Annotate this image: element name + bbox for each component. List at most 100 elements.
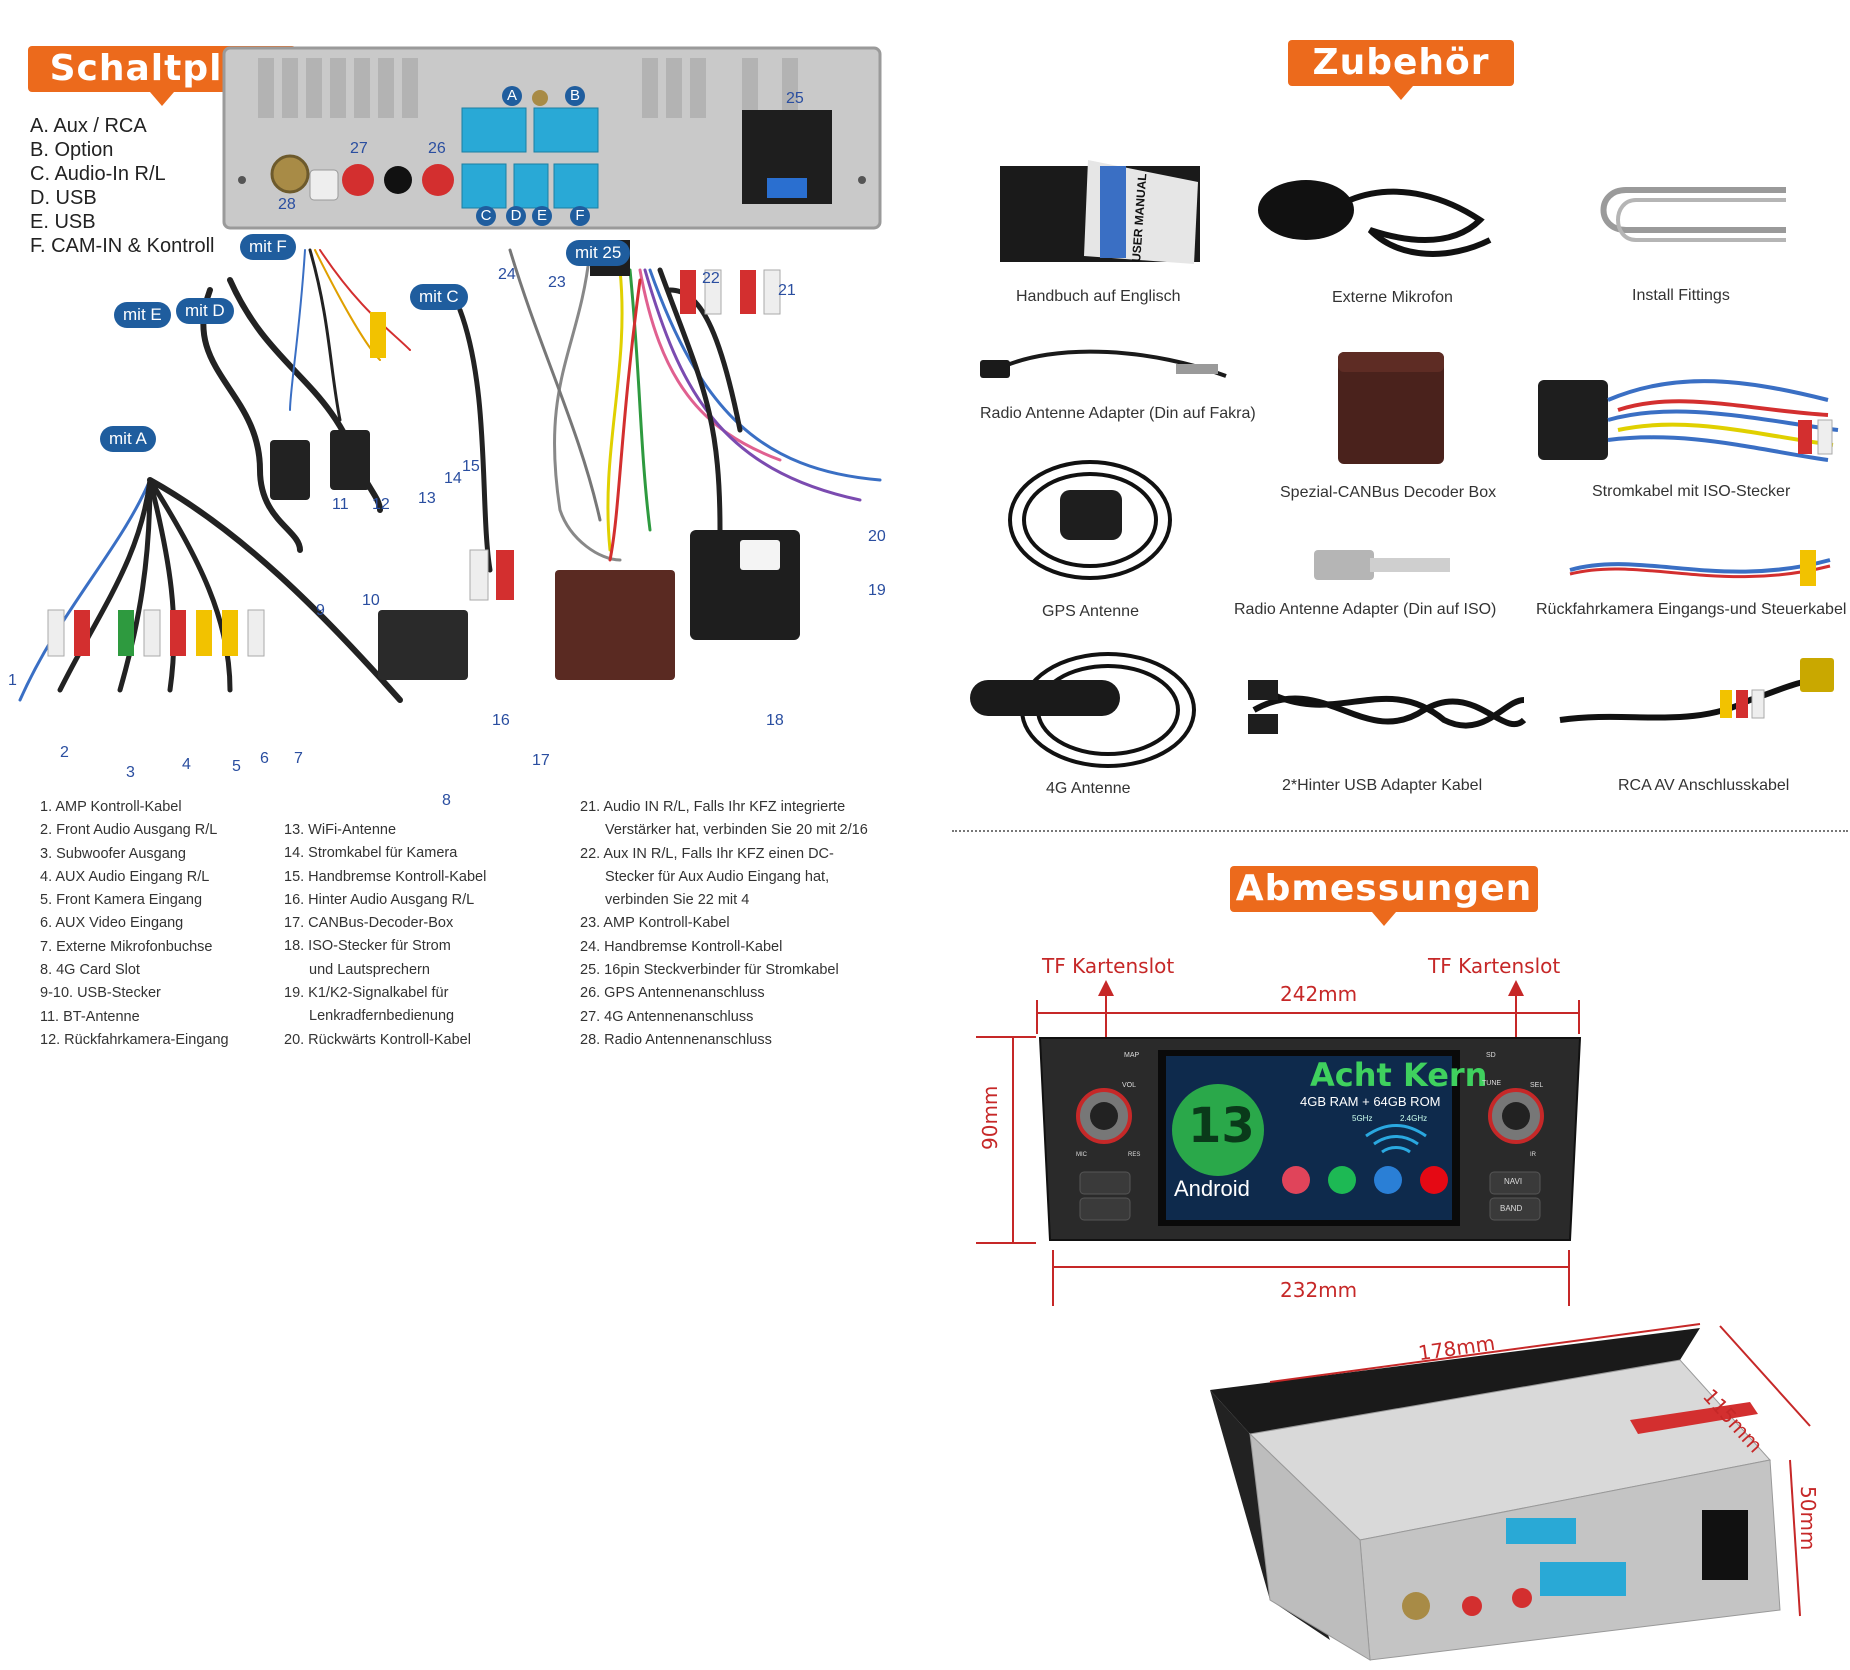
badge-mit-e: mit E xyxy=(114,302,171,328)
iso-adapter-illustration xyxy=(1314,550,1450,580)
cable-legend-item: 11. BT-Antenne xyxy=(40,1008,140,1025)
cable-number-2: 2 xyxy=(60,744,69,761)
button-label-ir: IR xyxy=(1530,1152,1536,1158)
caption-mikrofon: Externe Mikrofon xyxy=(1332,289,1453,306)
cable-legend-item: Lenkradfernbedienung xyxy=(309,1008,455,1025)
cable-number-3: 3 xyxy=(126,764,135,781)
cable-number-8: 8 xyxy=(442,792,451,809)
badge-mit-a: mit A xyxy=(100,426,156,452)
width-bottom-label: 232mm xyxy=(1280,1278,1358,1302)
caption-gps: GPS Antenne xyxy=(1042,603,1139,620)
button-label-res: RES xyxy=(1128,1152,1141,1158)
rca-cable-illustration xyxy=(1559,658,1834,723)
caption-fakra: Radio Antenne Adapter (Din auf Fakra) xyxy=(980,405,1256,422)
caption-fittings: Install Fittings xyxy=(1632,287,1730,304)
tf-slot-label-right: TF Kartenslot xyxy=(1428,954,1561,978)
cable-legend-item: 22. Aux IN R/L, Falls Ihr KFZ einen DC- xyxy=(580,845,834,862)
badge-mit-c: mit C xyxy=(410,284,468,310)
caption-4g: 4G Antenne xyxy=(1046,780,1131,797)
cable-legend-item: verbinden Sie 22 mit 4 xyxy=(605,892,750,909)
connector-letter-f: F xyxy=(570,206,590,226)
cable-legend-item: 16. Hinter Audio Ausgang R/L xyxy=(284,891,475,908)
zubehoer-heading: Zubehör xyxy=(1288,40,1514,100)
cable-number-24: 24 xyxy=(498,266,516,283)
cable-number-20: 20 xyxy=(868,528,886,545)
cable-number-13: 13 xyxy=(418,490,436,507)
height-label: 90mm xyxy=(978,1085,1002,1150)
head-unit-perspective-illustration xyxy=(1210,1323,1811,1661)
cable-legend-item: Verstärker hat, verbinden Sie 20 mit 2/1… xyxy=(605,822,868,839)
cable-legend-item: und Lautsprechern xyxy=(309,961,430,978)
width-top-line xyxy=(1036,1012,1580,1014)
wiring-harness-illustration xyxy=(18,240,882,703)
cable-legend-item: 19. K1/K2-Signalkabel für xyxy=(284,985,449,1002)
width-bottom-tick-left xyxy=(1052,1250,1054,1306)
badge-mit-f: mit F xyxy=(240,234,296,260)
panel-number-28: 28 xyxy=(278,196,296,213)
button-label-sd: SD xyxy=(1486,1052,1496,1059)
connector-letter-b: B xyxy=(565,86,585,106)
manual-illustration xyxy=(1000,160,1200,264)
panel-number-26: 26 xyxy=(428,140,446,157)
cable-number-18: 18 xyxy=(766,712,784,729)
button-label-map: MAP xyxy=(1124,1052,1140,1059)
width-top-tick-left xyxy=(1036,1000,1038,1034)
abmessungen-heading: Abmessungen xyxy=(1230,866,1538,926)
screen-title: Acht Kern xyxy=(1310,1056,1488,1094)
cable-legend-item: 2. Front Audio Ausgang R/L xyxy=(40,822,218,839)
android-label: Android xyxy=(1174,1176,1250,1201)
screen-spec: 4GB RAM + 64GB ROM xyxy=(1300,1094,1441,1109)
cable-legend-item: 26. GPS Antennenanschluss xyxy=(580,985,765,1002)
rear-panel-illustration xyxy=(222,46,882,230)
panel-number-25: 25 xyxy=(786,90,804,107)
legend-item: E. USB xyxy=(30,211,96,233)
caption-stromkabel: Stromkabel mit ISO-Stecker xyxy=(1592,483,1791,500)
connector-letter-c: C xyxy=(476,206,496,226)
cable-legend-column-2: 13. WiFi-Antenne 14. Stromkabel für Kame… xyxy=(284,819,486,1052)
tf-slot-label-left: TF Kartenslot xyxy=(1042,954,1175,978)
cable-number-14: 14 xyxy=(444,470,462,487)
cable-number-12: 12 xyxy=(372,496,390,513)
usb-cable-illustration xyxy=(1248,680,1527,734)
camera-cable-illustration xyxy=(1569,550,1831,586)
cable-legend-item: 27. 4G Antennenanschluss xyxy=(580,1008,754,1025)
cable-number-5: 5 xyxy=(232,758,241,775)
caption-kamera: Rückfahrkamera Eingangs-und Steuerkabel xyxy=(1536,601,1847,618)
panel-number-27: 27 xyxy=(350,140,368,157)
cable-legend-column-3: 21. Audio IN R/L, Falls Ihr KFZ integrie… xyxy=(580,796,868,1052)
legend-item: C. Audio-In R/L xyxy=(30,163,166,185)
cable-number-16: 16 xyxy=(492,712,510,729)
android-version: 13 xyxy=(1188,1098,1255,1154)
width-top-tick-right xyxy=(1578,1000,1580,1034)
cable-legend-item: 15. Handbremse Kontroll-Kabel xyxy=(284,868,487,885)
cable-number-21: 21 xyxy=(778,282,796,299)
cable-legend-item: 9-10. USB-Stecker xyxy=(40,985,161,1002)
caption-canbus: Spezial-CANBus Decoder Box xyxy=(1280,484,1497,501)
connector-legend: A. Aux / RCA B. Option C. Audio-In R/L D… xyxy=(30,114,214,258)
cable-number-11: 11 xyxy=(332,496,349,513)
cable-number-6: 6 xyxy=(260,750,269,767)
legend-item: A. Aux / RCA xyxy=(30,115,147,137)
cable-legend-item: 17. CANBus-Decoder-Box xyxy=(284,915,454,932)
cable-number-19: 19 xyxy=(868,582,886,599)
wifi-band-right: 2.4GHz xyxy=(1400,1114,1428,1123)
caption-handbuch: Handbuch auf Englisch xyxy=(1016,288,1181,305)
cable-legend-item: 25. 16pin Steckverbinder für Stromkabel xyxy=(580,962,839,979)
button-label-tune: TUNE xyxy=(1482,1080,1502,1087)
caption-usb: 2*Hinter USB Adapter Kabel xyxy=(1282,777,1483,794)
button-label-band: BAND xyxy=(1500,1204,1523,1213)
cable-legend-item: 4. AUX Audio Eingang R/L xyxy=(40,868,210,885)
cable-legend-item: 3. Subwoofer Ausgang xyxy=(40,845,186,862)
connector-letter-a: A xyxy=(502,86,522,106)
wifi-band-left: 5GHz xyxy=(1352,1114,1373,1123)
cable-legend-item: 13. WiFi-Antenne xyxy=(284,822,397,838)
cable-legend-item: 1. AMP Kontroll-Kabel xyxy=(40,799,182,815)
canbus-box-illustration xyxy=(1338,352,1444,464)
antenna-4g-illustration xyxy=(970,652,1196,768)
cable-legend-item: 6. AUX Video Eingang xyxy=(40,915,184,932)
height-line xyxy=(1012,1036,1014,1244)
cable-legend-item: 7. Externe Mikrofonbuchse xyxy=(40,938,213,955)
width-bottom-line xyxy=(1052,1266,1570,1268)
height-tick-bottom xyxy=(976,1242,1036,1244)
legend-item: D. USB xyxy=(30,187,97,209)
